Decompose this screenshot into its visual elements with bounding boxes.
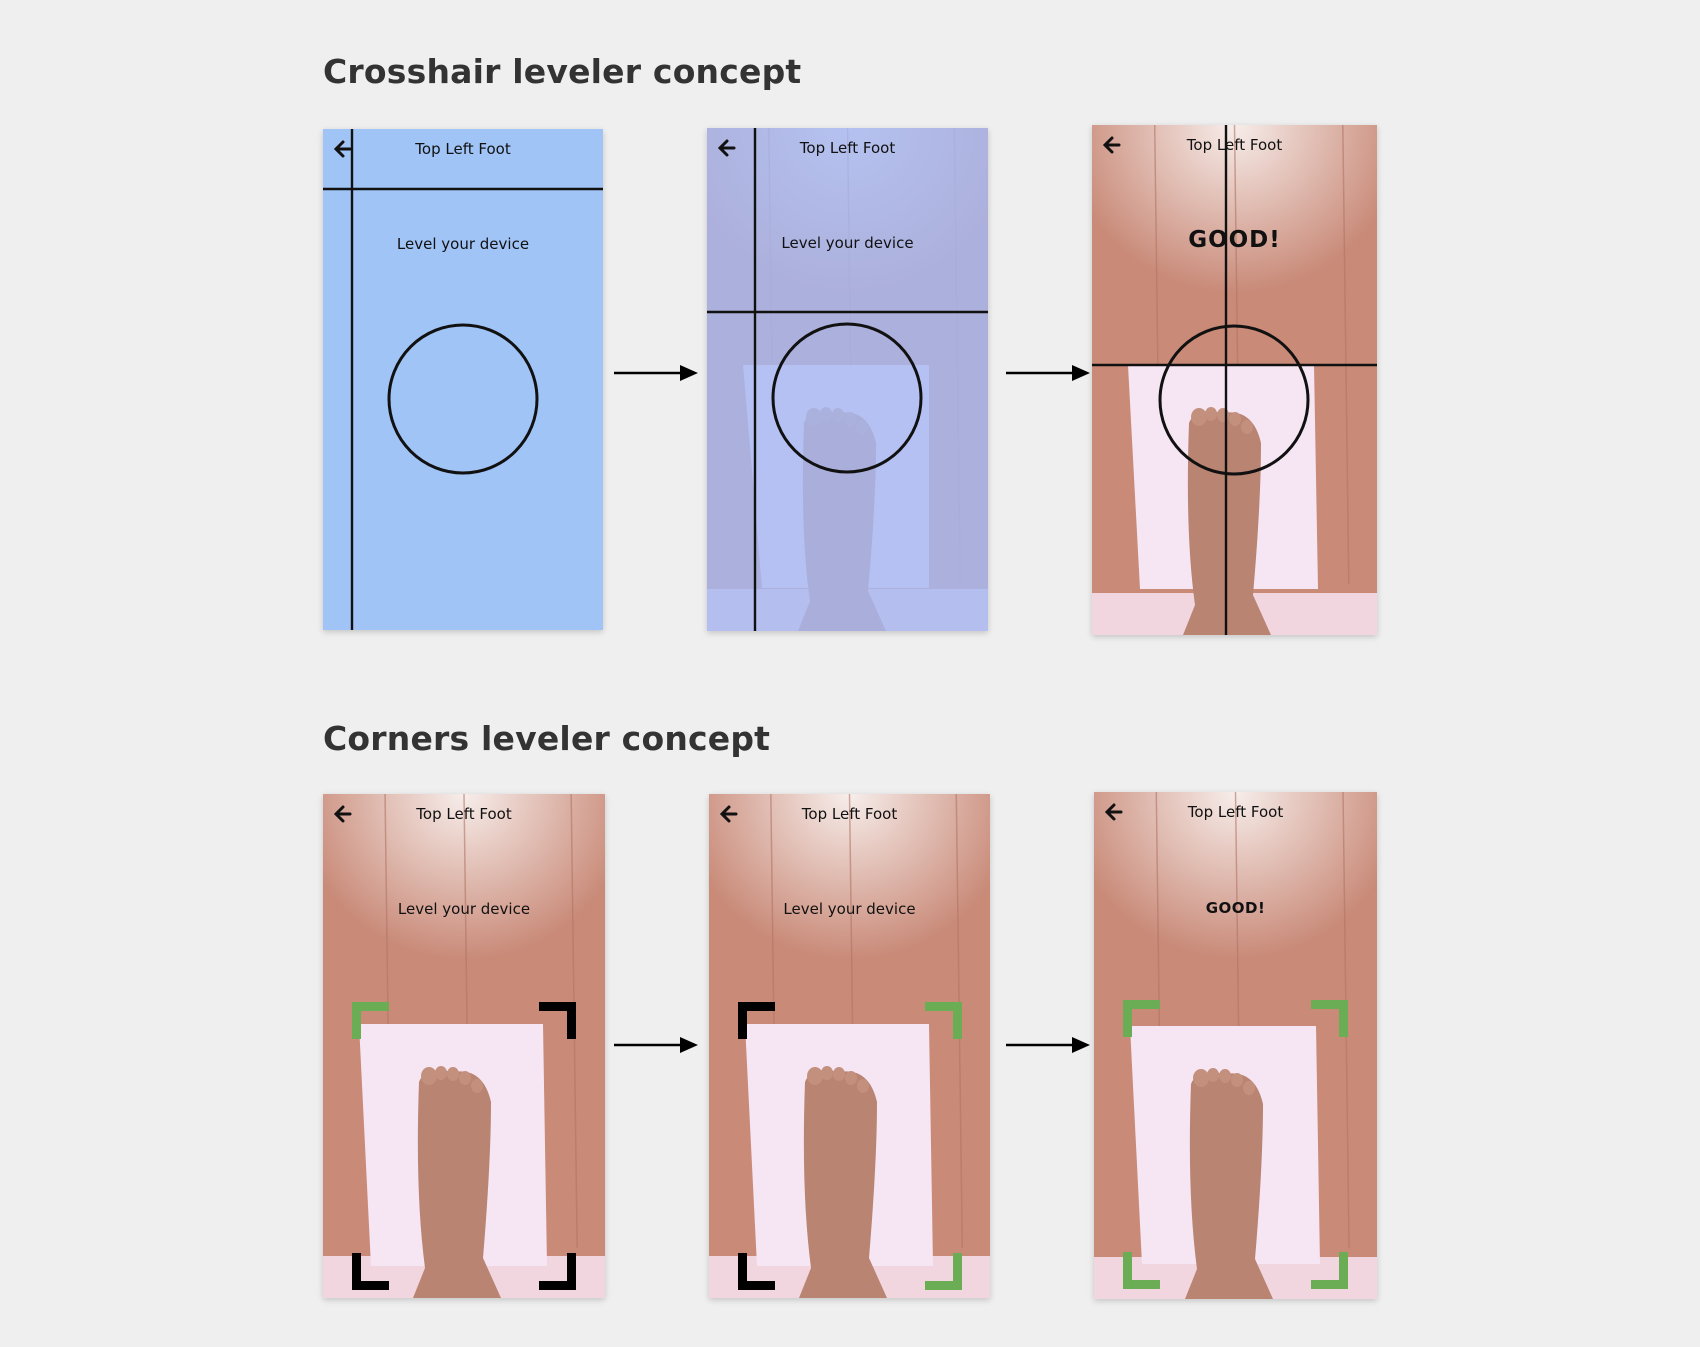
level-message: Level your device	[781, 234, 914, 252]
screen-title: Top Left Foot	[799, 139, 896, 157]
phone-screen-crosshair-1: Top Left Foot Level your device	[323, 129, 603, 630]
toe	[1241, 420, 1253, 434]
corner-top-left	[352, 1002, 389, 1039]
level-target-circle	[1158, 324, 1310, 476]
foot	[413, 1070, 501, 1298]
good-message: GOOD!	[1205, 899, 1266, 917]
corner-bottom-left	[1123, 1252, 1160, 1289]
corner-bottom-right	[539, 1253, 576, 1290]
phone-screen-corners-3: Top Left Foot GOOD!	[1094, 792, 1377, 1299]
screen-scene	[1092, 125, 1377, 635]
toe	[857, 1079, 869, 1093]
arrow-left-icon[interactable]	[718, 803, 740, 825]
toe	[459, 1071, 471, 1085]
screen-scene	[707, 128, 988, 631]
arrow-right-icon	[1006, 1037, 1090, 1053]
toe	[471, 1079, 483, 1093]
screen-title: Top Left Foot	[415, 140, 511, 158]
toe	[1207, 1068, 1219, 1082]
screen-title: Top Left Foot	[801, 805, 898, 823]
arrow-left-icon[interactable]	[716, 137, 738, 159]
arrow-left-icon[interactable]	[1103, 801, 1125, 823]
toe	[1191, 408, 1207, 426]
toe	[1243, 1081, 1255, 1095]
level-message: Level your device	[397, 900, 531, 918]
wood-grain	[1342, 125, 1350, 585]
foot	[1185, 1072, 1273, 1299]
corner-top-right	[539, 1002, 576, 1039]
level-message: Level your device	[396, 235, 530, 253]
toe	[845, 1071, 857, 1085]
level-target-circle	[387, 323, 539, 475]
corner-top-left	[1123, 1000, 1160, 1037]
arrow-right-icon	[614, 365, 698, 381]
toe	[1205, 407, 1217, 421]
screen-title: Top Left Foot	[416, 805, 512, 823]
arrow-left-icon[interactable]	[332, 803, 354, 825]
phone-screen-crosshair-3: Top Left Foot GOOD!	[1092, 125, 1377, 635]
arrow-right-icon	[614, 1037, 698, 1053]
toe	[447, 1067, 459, 1081]
corner-bottom-left	[738, 1253, 775, 1290]
toe	[1193, 1069, 1209, 1087]
corner-bottom-left	[352, 1253, 389, 1290]
screen-scene	[1094, 792, 1377, 1299]
corner-top-left	[738, 1002, 775, 1039]
toe	[1231, 1073, 1243, 1087]
blue-overlay	[707, 128, 988, 631]
level-message: Level your device	[783, 900, 916, 918]
section-title-crosshair: Crosshair leveler concept	[323, 52, 802, 91]
foot	[799, 1070, 887, 1298]
arrow-right-icon	[1006, 365, 1090, 381]
corner-bottom-right	[925, 1253, 962, 1290]
screen-scene	[709, 794, 990, 1298]
good-message: GOOD!	[1188, 227, 1281, 253]
screen-title: Top Left Foot	[1187, 803, 1284, 821]
toe	[435, 1066, 447, 1080]
screen-scene	[323, 794, 605, 1298]
screen-scene	[323, 129, 603, 630]
phone-screen-crosshair-2: Top Left Foot Level your device	[707, 128, 988, 631]
toe	[807, 1067, 823, 1085]
level-target-circle	[771, 322, 923, 474]
corner-bottom-right	[1311, 1252, 1348, 1289]
toe	[821, 1066, 833, 1080]
phone-screen-corners-1: Top Left Foot Level your device	[323, 794, 605, 1298]
corner-top-right	[925, 1002, 962, 1039]
toe	[1229, 412, 1241, 426]
phone-screen-corners-2: Top Left Foot Level your device	[709, 794, 990, 1298]
screen-title: Top Left Foot	[1186, 136, 1283, 154]
corner-top-right	[1311, 1000, 1348, 1037]
arrow-left-icon[interactable]	[332, 138, 354, 160]
section-title-corners: Corners leveler concept	[323, 719, 771, 758]
toe	[1219, 1069, 1231, 1083]
toe	[421, 1067, 437, 1085]
arrow-left-icon[interactable]	[1101, 134, 1123, 156]
blue-overlay	[323, 129, 603, 630]
toe	[833, 1067, 845, 1081]
